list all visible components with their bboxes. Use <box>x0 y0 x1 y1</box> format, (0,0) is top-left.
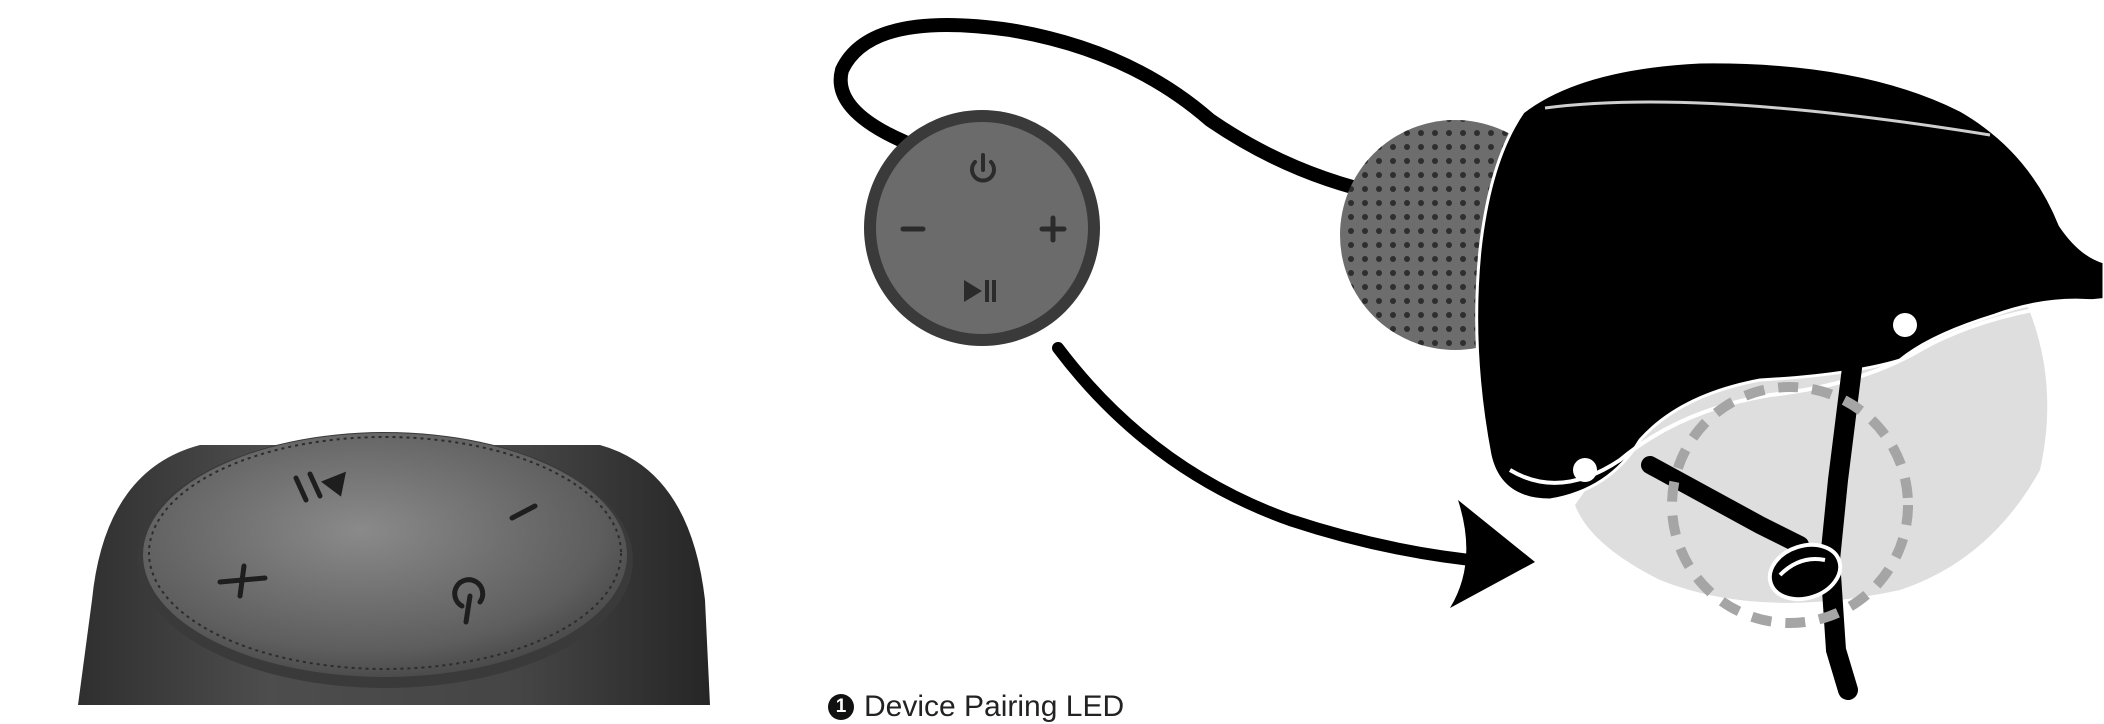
pairing-led-label: 1 Device Pairing LED <box>828 690 1124 724</box>
helmet-illustration <box>1477 62 2104 690</box>
caption-text: Device Pairing LED <box>864 690 1124 724</box>
speaker-puck-photo <box>78 432 710 705</box>
step-number: 1 <box>828 694 854 720</box>
helmet-audio-diagram <box>0 0 2104 705</box>
remote-control <box>864 110 1100 346</box>
mount-arrow <box>1058 348 1535 608</box>
